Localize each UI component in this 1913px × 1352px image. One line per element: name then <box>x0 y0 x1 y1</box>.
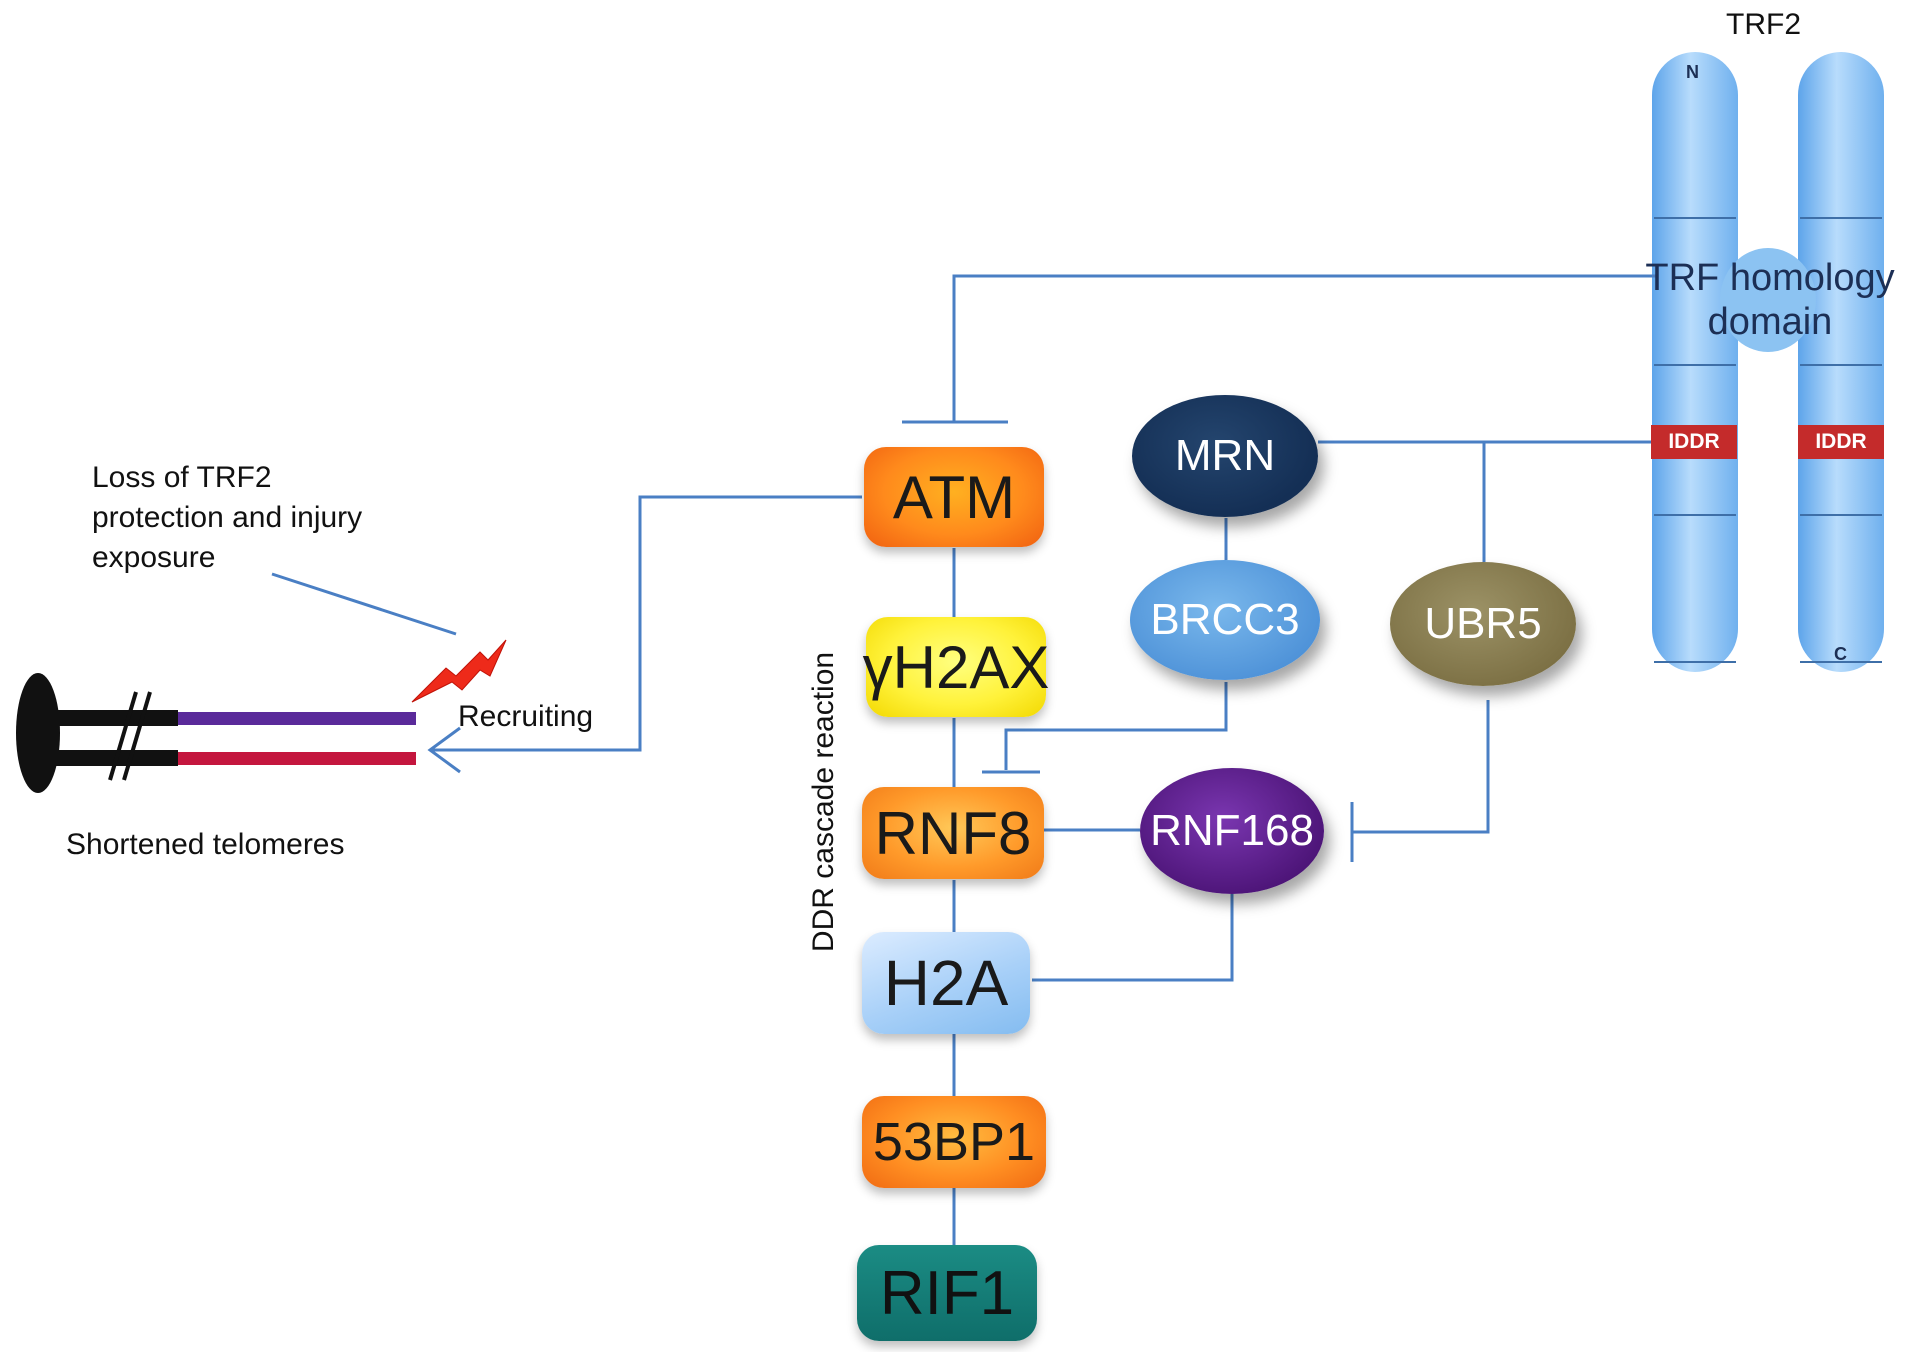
loss-pointer-line <box>271 572 457 636</box>
ubr5-node: UBR5 <box>1390 562 1576 686</box>
domain-label-line-1: TRF homology <box>1645 257 1895 299</box>
domain-label-line-2: domain <box>1707 301 1833 343</box>
trf2-chromosome <box>1652 52 1884 672</box>
gamma-h2ax-node: γH2AX <box>863 617 1049 717</box>
chromatid-right <box>1798 52 1884 672</box>
terminal-n-label: N <box>1686 62 1699 82</box>
53bp1-node: 53BP1 <box>862 1096 1046 1188</box>
mrn-node: MRN <box>1132 395 1318 517</box>
chromatid-left <box>1652 52 1738 672</box>
trf2-title: TRF2 <box>1726 8 1801 41</box>
atm-recruit-line <box>432 495 862 752</box>
recruit-arrowhead <box>427 726 461 774</box>
loss-label-line-2: protection and injury <box>92 501 363 534</box>
recruiting-label: Recruiting <box>458 700 594 733</box>
rnf168-node: RNF168 <box>1140 768 1324 894</box>
loss-of-trf2-label: Loss of TRF2 protection and injury expos… <box>92 458 362 578</box>
loss-label-line-1: Loss of TRF2 <box>92 461 272 494</box>
iddr-left-badge: IDDR <box>1651 425 1737 459</box>
ddr-cascade-label: DDR cascade reaction <box>807 651 840 953</box>
centromere <box>1720 248 1816 352</box>
loss-label-line-3: exposure <box>92 541 216 574</box>
brcc3-node: BRCC3 <box>1130 560 1320 680</box>
connectors <box>271 274 1656 1245</box>
rnf168-h2a-link <box>1032 894 1234 982</box>
injury-lightning-icon <box>411 639 507 703</box>
trf-homology-domain-label: TRF homology domain <box>1640 256 1900 344</box>
trf-to-atm-line <box>952 274 1656 422</box>
iddr-right-badge: IDDR <box>1798 425 1884 459</box>
chromosome-bands <box>1654 217 1882 663</box>
ubr5-inhibit-line <box>1352 700 1490 834</box>
brcc3-inhibit-line <box>1004 682 1228 770</box>
rif1-node: RIF1 <box>857 1245 1037 1341</box>
shortened-telomere-icon <box>16 673 416 793</box>
h2a-node: H2A <box>862 932 1030 1034</box>
shortened-telomeres-label: Shortened telomeres <box>66 828 345 861</box>
terminal-c-label: C <box>1834 644 1847 664</box>
atm-node: ATM <box>864 447 1044 547</box>
rnf8-node: RNF8 <box>862 787 1044 879</box>
